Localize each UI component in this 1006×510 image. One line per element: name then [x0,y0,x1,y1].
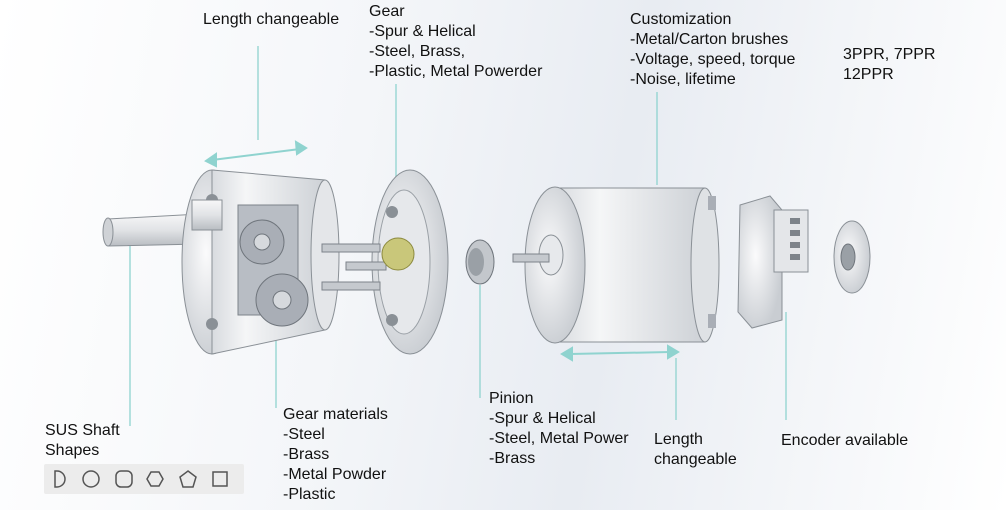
encoder-board [737,195,809,329]
gear-materials-line: -Brass [283,446,330,463]
gear-callout: Gear -Spur & Helical -Steel, Brass, -Pla… [369,2,542,82]
square-shaft-icon [212,471,228,487]
pinion-line: -Spur & Helical [489,410,596,427]
gear-line: -Plastic, Metal Powerder [369,63,543,80]
pentagon-shaft-icon [179,470,197,488]
gear-title: Gear [369,3,405,20]
brass-sun-gear [381,237,415,271]
pinion-title: Pinion [489,390,534,407]
motor-length-line: changeable [654,451,737,468]
customization-line: -Voltage, speed, torque [630,51,796,68]
pinion [465,239,495,285]
dc-motor [512,186,720,344]
housing-length-label: Length changeable [203,11,340,28]
pinion-line: -Steel, Metal Power [489,430,629,447]
ppr-line: 3PPR, 7PPR [843,46,936,63]
ppr-line: 12PPR [843,66,894,83]
gear-materials-line: -Steel [283,426,325,443]
d-cut-shaft-icon [54,470,66,488]
customization-line: -Metal/Carton brushes [630,31,789,48]
gear-materials-line: -Metal Powder [283,466,387,483]
rounded-square-shaft-icon [115,470,133,488]
pinion-callout: Pinion -Spur & Helical -Steel, Metal Pow… [489,389,629,469]
shaft-shapes-strip [44,464,244,494]
encoder-magnet [833,220,871,294]
motor-length-callout: Length changeable [654,430,737,470]
shaft-shape-icons [54,470,228,488]
shaft-line: Shapes [45,442,100,459]
encoder-label: Encoder available [781,432,909,449]
customization-callout: Customization -Metal/Carton brushes -Vol… [630,10,795,90]
carrier-plate [321,169,449,355]
length-arrow-housing [204,140,308,168]
shaft-callout: SUS Shaft Shapes [45,421,120,461]
length-arrow-motor [560,344,680,362]
motor-length-line: Length [654,431,703,448]
gear-materials-title: Gear materials [283,406,388,423]
pinion-line: -Brass [489,450,536,467]
gear-materials-callout: Gear materials -Steel -Brass -Metal Powd… [283,405,388,505]
shaft-line: SUS Shaft [45,422,120,439]
customization-line: -Noise, lifetime [630,71,736,88]
gear-line: -Steel, Brass, [369,43,466,60]
ppr-callout: 3PPR, 7PPR 12PPR [843,45,935,85]
gear-materials-line: -Plastic [283,486,336,503]
hexagon-shaft-icon [146,471,164,487]
gear-line: -Spur & Helical [369,23,476,40]
customization-title: Customization [630,11,732,28]
round-shaft-icon [82,470,100,488]
planet-gears [239,219,309,327]
